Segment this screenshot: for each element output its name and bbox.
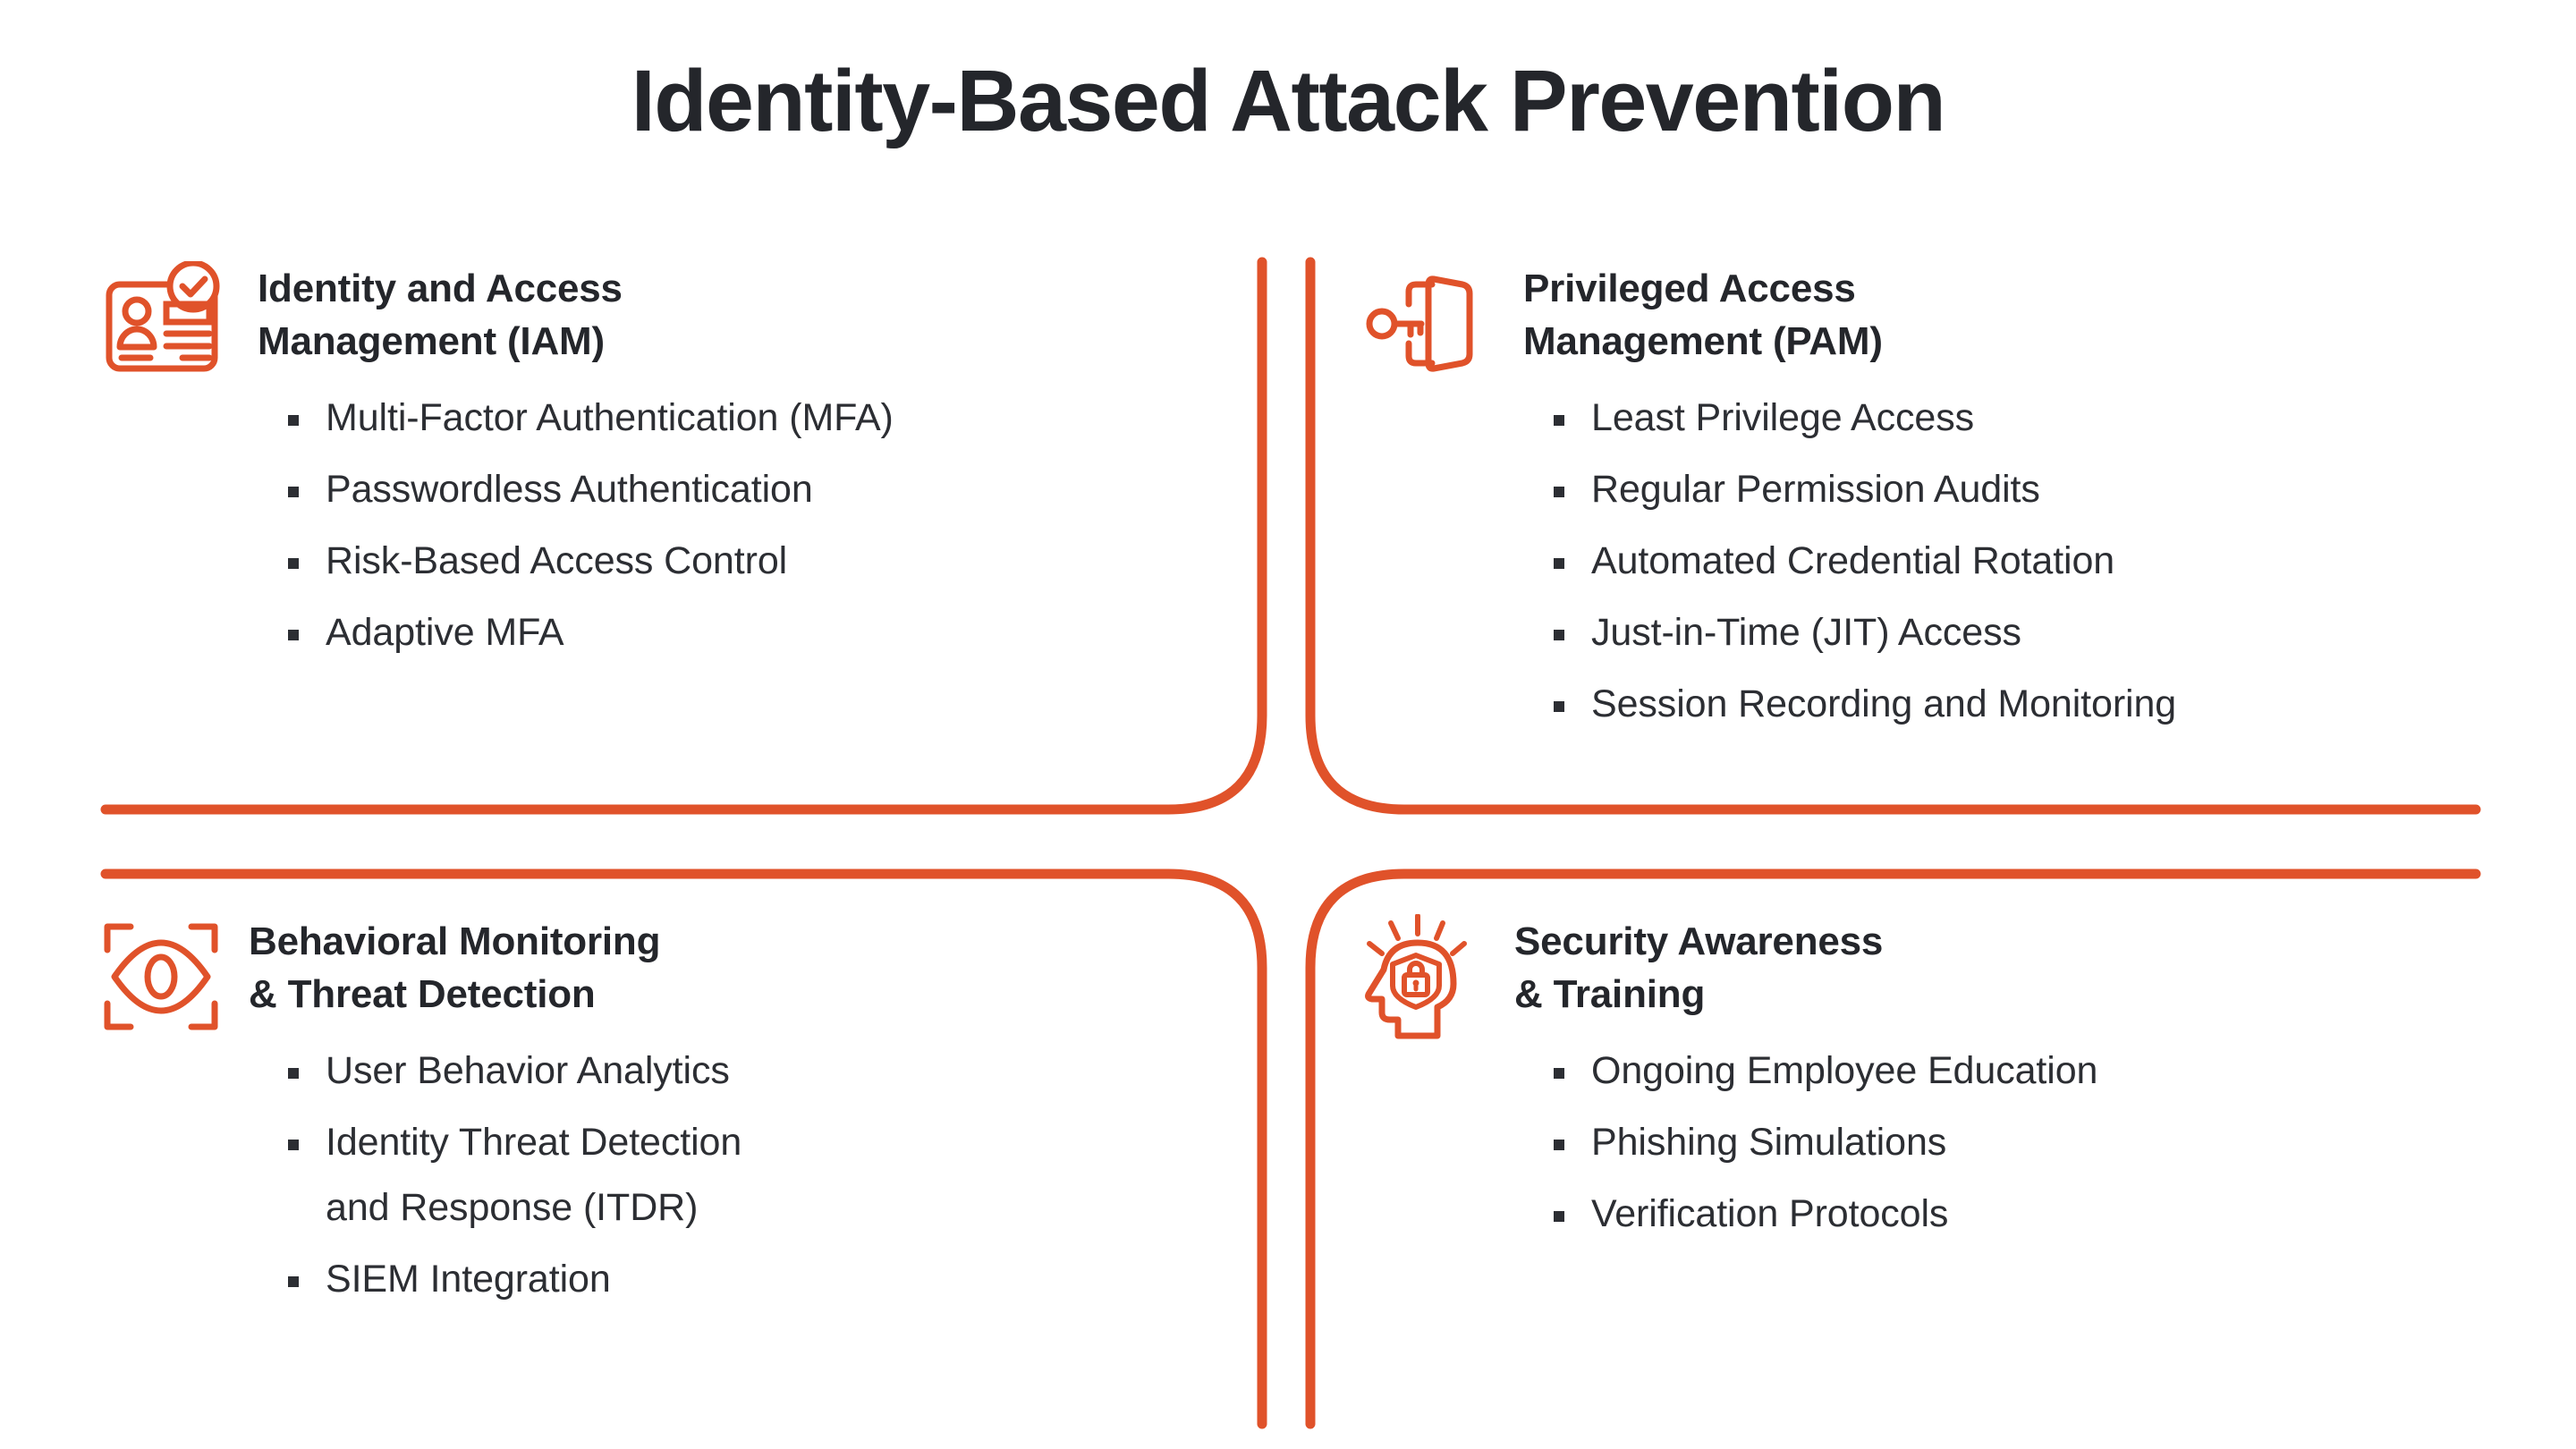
quadrant-header: Privileged Access Management (PAM): [1364, 259, 2500, 386]
quadrant-title: Privileged Access Management (PAM): [1523, 259, 1883, 368]
bullet-marker: [1554, 1140, 1564, 1150]
quadrant-bullet-list: User Behavior Analytics Identity Threat …: [98, 1052, 1234, 1299]
quadrant-title-line2: Management (PAM): [1523, 318, 1883, 363]
list-item: Just-in-Time (JIT) Access: [1554, 614, 2500, 652]
quadrant-title-line1: Privileged Access: [1523, 267, 1856, 310]
bullet-marker: [288, 415, 299, 426]
quadrant-title-line1: Identity and Access: [258, 267, 623, 310]
quadrant-header: Behavioral Monitoring & Threat Detection: [98, 912, 1234, 1039]
list-item-label: Ongoing Employee Education: [1591, 1049, 2098, 1092]
bullet-marker: [288, 487, 299, 497]
bullet-marker: [1554, 630, 1564, 640]
quadrant-title: Security Awareness & Training: [1514, 912, 1883, 1021]
list-item: Least Privilege Access: [1554, 399, 2500, 437]
bullet-marker: [288, 558, 299, 569]
list-item-label: Risk-Based Access Control: [326, 539, 788, 582]
list-item-label: Session Recording and Monitoring: [1591, 682, 2177, 725]
list-item: Phishing Simulations: [1554, 1123, 2500, 1162]
bullet-marker: [1554, 558, 1564, 569]
bullet-marker: [1554, 701, 1564, 712]
list-item: Regular Permission Audits: [1554, 470, 2500, 509]
quadrant-header: Security Awareness & Training: [1364, 912, 2500, 1039]
list-item-label: SIEM Integration: [326, 1258, 611, 1301]
list-item: Passwordless Authentication: [288, 470, 1234, 509]
bullet-marker: [1554, 415, 1564, 426]
list-item-label: Identity Threat Detection: [326, 1121, 742, 1164]
list-item: Session Recording and Monitoring: [1554, 685, 2500, 724]
bullet-marker: [288, 1276, 299, 1287]
bullet-marker: [1554, 487, 1564, 497]
list-item: Automated Credential Rotation: [1554, 542, 2500, 580]
quadrant-title-line1: Behavioral Monitoring: [249, 919, 661, 963]
quadrant-bullet-list: Least Privilege Access Regular Permissio…: [1364, 399, 2500, 724]
list-item: User Behavior Analytics: [288, 1052, 1234, 1090]
eye-scan-icon: [98, 914, 224, 1039]
list-item-label: Passwordless Authentication: [326, 468, 813, 511]
quadrant-title: Identity and Access Management (IAM): [258, 259, 623, 368]
bullet-marker: [288, 1068, 299, 1079]
list-item-label: Multi-Factor Authentication (MFA): [326, 396, 894, 439]
quadrant-security-awareness: Security Awareness & Training Ongoing Em…: [1364, 912, 2500, 1233]
bullet-marker: [1554, 1211, 1564, 1222]
quadrant-behavioral-monitoring: Behavioral Monitoring & Threat Detection…: [98, 912, 1234, 1299]
quadrant-bullet-list: Multi-Factor Authentication (MFA) Passwo…: [98, 399, 1234, 652]
quadrant-pam: Privileged Access Management (PAM) Least…: [1364, 259, 2500, 724]
bullet-marker: [1554, 1068, 1564, 1079]
head-shield-lock-icon: [1364, 914, 1489, 1039]
list-item-label: Regular Permission Audits: [1591, 468, 2040, 511]
list-item: Ongoing Employee Education: [1554, 1052, 2500, 1090]
list-item: Verification Protocols: [1554, 1195, 2500, 1233]
list-item-label: Least Privilege Access: [1591, 396, 1975, 439]
quadrant-iam: Identity and Access Management (IAM) Mul…: [98, 259, 1234, 652]
list-item-label: Adaptive MFA: [326, 611, 564, 654]
page-title: Identity-Based Attack Prevention: [631, 52, 1946, 149]
id-card-check-icon: [98, 261, 233, 386]
quadrant-title-line1: Security Awareness: [1514, 919, 1884, 963]
list-item: SIEM Integration: [288, 1260, 1234, 1299]
quadrant-title-line2: & Threat Detection: [249, 971, 596, 1016]
bullet-marker: [288, 630, 299, 640]
quadrant-title-line2: & Training: [1514, 971, 1706, 1016]
key-door-icon: [1364, 261, 1498, 386]
quadrant-title-line2: Management (IAM): [258, 318, 605, 363]
list-item: Multi-Factor Authentication (MFA): [288, 399, 1234, 437]
list-item-label: Automated Credential Rotation: [1591, 539, 2115, 582]
list-item-label: Phishing Simulations: [1591, 1121, 1947, 1164]
list-item-label: Verification Protocols: [1591, 1192, 1949, 1235]
list-item-label-continued: and Response (ITDR): [326, 1186, 699, 1229]
list-item: Identity Threat Detection and Response (I…: [288, 1123, 1234, 1227]
quadrant-header: Identity and Access Management (IAM): [98, 259, 1234, 386]
list-item: Risk-Based Access Control: [288, 542, 1234, 580]
quadrant-bullet-list: Ongoing Employee Education Phishing Simu…: [1364, 1052, 2500, 1233]
list-item-label: User Behavior Analytics: [326, 1049, 730, 1092]
bullet-marker: [288, 1140, 299, 1150]
list-item: Adaptive MFA: [288, 614, 1234, 652]
quadrant-title: Behavioral Monitoring & Threat Detection: [249, 912, 660, 1021]
list-item-label: Just-in-Time (JIT) Access: [1591, 611, 2021, 654]
